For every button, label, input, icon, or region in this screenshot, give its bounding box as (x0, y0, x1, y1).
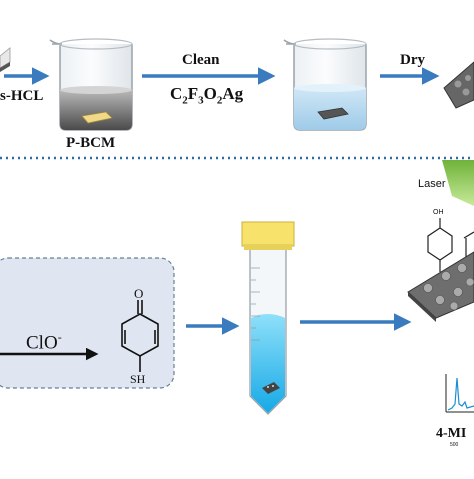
sample-sheet-icon (0, 47, 11, 72)
oh-label: OH (433, 209, 444, 216)
result-label: 4-MI (436, 426, 467, 441)
substrate-icon (407, 251, 474, 322)
beaker-icon (49, 38, 133, 131)
formula-element: C (170, 84, 183, 103)
reaction-panel (0, 257, 175, 389)
laser-beam-icon (442, 160, 474, 206)
substrate-icon (443, 61, 474, 109)
partial-left-label: s-HCL (0, 88, 44, 104)
spectrum-icon (445, 374, 474, 413)
formula-element: Ag (222, 84, 244, 103)
reagent-formula: C2F3O2Ag (170, 84, 243, 106)
formula-element: F (187, 84, 199, 103)
arrow2-top-label: Clean (182, 52, 220, 68)
formula-subscript: 2 (216, 94, 223, 107)
formula-subscript: 2 (182, 94, 188, 107)
laser-label: Laser (418, 178, 446, 190)
thiol-group-label: SH (130, 372, 146, 386)
formula-subscript: 3 (198, 94, 204, 107)
test-tube-icon (241, 221, 295, 415)
formula-element: O (203, 84, 217, 103)
beaker-icon (283, 38, 367, 131)
molecule-icon (121, 300, 159, 372)
oxygen-atom-label: O (134, 286, 144, 301)
beaker1-label: P-BCM (66, 135, 116, 151)
molecule-icon (427, 218, 474, 272)
arrow3-label: Dry (400, 52, 425, 68)
reaction-label: ClO- (26, 330, 62, 354)
spectrum-tick-label: 500 (450, 442, 459, 448)
